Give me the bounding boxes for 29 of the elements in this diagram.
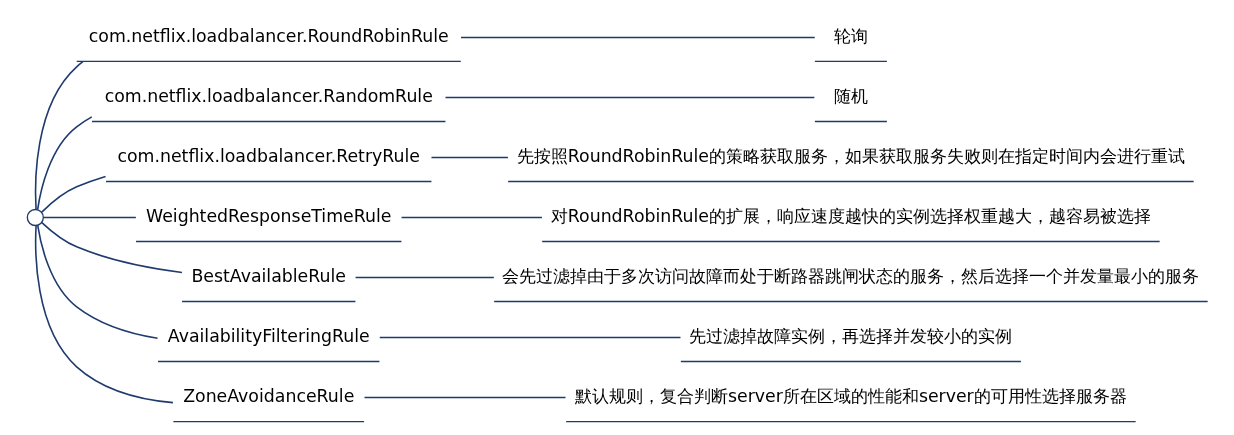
connector: [40, 221, 183, 274]
node-text: 默认规则，复合判断server所在区域的性能和server的可用性选择服务器: [574, 386, 1127, 407]
connector: [430, 156, 509, 159]
connector: [400, 216, 543, 219]
node-text: WeightedResponseTimeRule: [145, 206, 391, 227]
connector: [36, 116, 93, 211]
node-text: 随机: [833, 86, 868, 106]
node-text: ZoneAvoidanceRule: [182, 386, 354, 407]
connector: [34, 60, 84, 211]
node-text: AvailabilityFilteringRule: [167, 326, 370, 347]
connector: [459, 36, 816, 39]
node-text: com.netflix.loadbalancer.RoundRobinRule: [88, 25, 449, 46]
node-text: 先过滤掉故障实例，再选择并发较小的实例: [688, 326, 1012, 347]
connector: [42, 216, 137, 219]
node-text: 轮询: [833, 25, 868, 46]
connector: [40, 175, 106, 213]
connector: [36, 224, 158, 340]
node-text: BestAvailableRule: [190, 266, 346, 287]
node-circle: [26, 208, 44, 227]
node-text: 先按照RoundRobinRule的策略获取服务，如果获取服务失败则在指定时间内会进行重试: [516, 146, 1185, 167]
node-text: com.netflix.loadbalancer.RetryRule: [116, 146, 420, 167]
connector: [444, 96, 815, 99]
node-text: 对RoundRobinRule的扩展，响应速度越快的实例选择权重越大，越容易被选择: [550, 206, 1151, 227]
connector: [378, 336, 681, 339]
connector: [363, 396, 566, 399]
node-text: 会先过滤掉由于多次访问故障而处于断路器跳闸状态的服务，然后选择一个并发量最小的服务: [501, 266, 1199, 287]
connector: [354, 276, 495, 279]
node-text: com.netflix.loadbalancer.RandomRule: [104, 86, 433, 106]
connector: [34, 224, 174, 404]
